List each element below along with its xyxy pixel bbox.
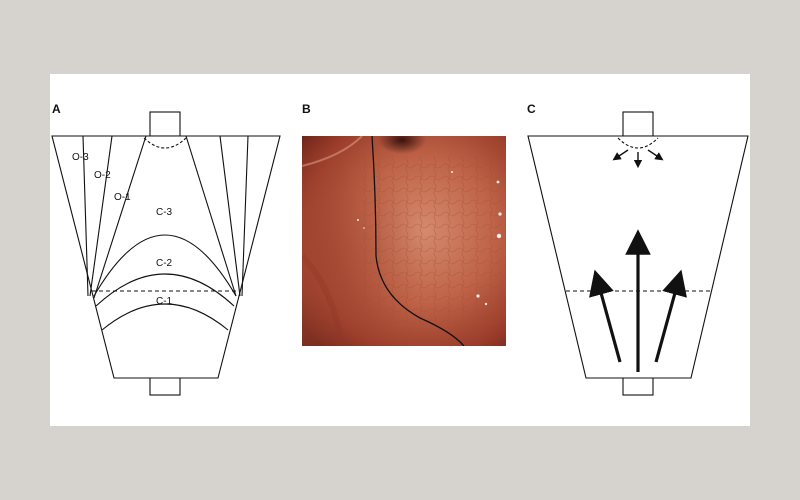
open-line-r1	[185, 135, 237, 297]
label-c3: C-3	[156, 207, 173, 218]
bottom-connector	[149, 376, 181, 396]
open-line-r2	[219, 135, 241, 297]
bottom-connector	[622, 376, 654, 396]
label-o1: O-1	[114, 192, 131, 203]
label-o3: O-3	[72, 152, 89, 163]
panel-c-letter: C	[527, 102, 536, 116]
panel-a-letter: A	[52, 102, 61, 116]
figure-card: A B C O-3	[50, 74, 750, 426]
outflow-arrow-left	[612, 149, 629, 161]
open-line-o3	[82, 135, 89, 297]
outflow-arrow-right	[647, 149, 664, 161]
open-line-o2	[89, 135, 113, 297]
top-connector	[622, 111, 654, 137]
thrust-arrow-right	[654, 269, 687, 363]
label-o2: O-2	[94, 170, 111, 181]
label-c2: C-2	[156, 258, 173, 269]
thrust-arrow-left	[589, 269, 622, 363]
panel-a-diagram: O-3 O-2 O-1 C-3 C-2 C-1	[51, 111, 281, 396]
fold-ridge	[302, 136, 363, 167]
panel-b-photo	[302, 136, 506, 346]
trapezoid-outline	[51, 135, 281, 379]
label-c1: C-1	[156, 296, 173, 307]
traced-line	[371, 136, 465, 346]
dome-arc	[617, 137, 659, 149]
closed-curve-c3	[93, 234, 237, 297]
top-connector	[149, 111, 181, 137]
open-line-r3	[241, 135, 249, 297]
open-line-o1	[93, 135, 147, 299]
closed-curve-c2	[95, 273, 235, 307]
panel-c-diagram	[527, 111, 749, 396]
closed-curve-c1	[101, 303, 229, 331]
panel-b-letter: B	[302, 102, 311, 116]
